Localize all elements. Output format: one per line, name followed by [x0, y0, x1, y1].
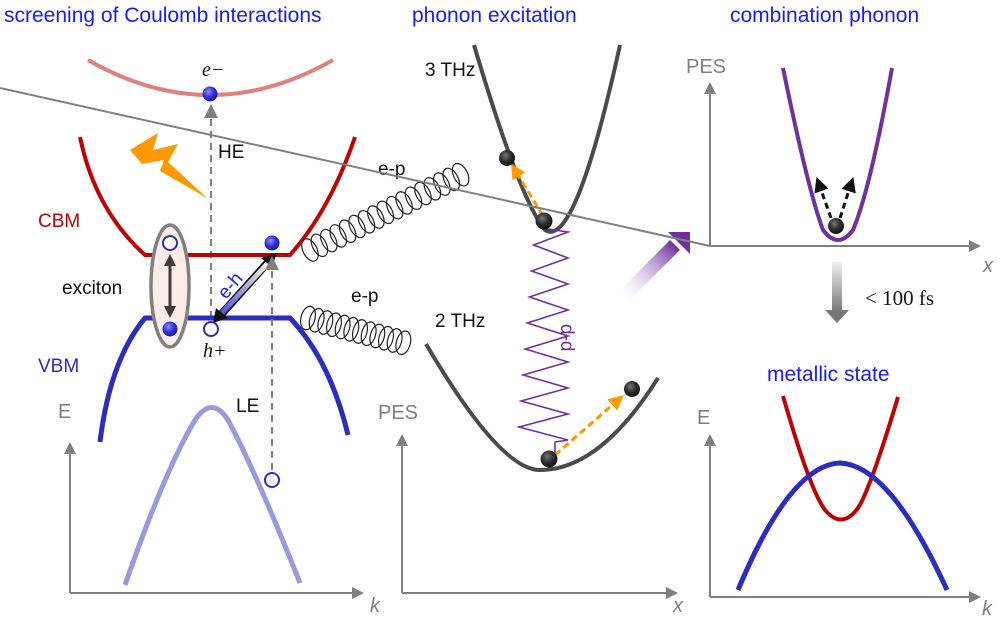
upper-excitation-arrow	[511, 163, 545, 217]
le-label: LE	[236, 396, 259, 417]
eh-arrowhead-lower	[213, 308, 228, 323]
hole-vbm	[203, 321, 219, 337]
panel-title-phonon: phonon excitation	[412, 4, 577, 27]
vbm-label: VBM	[38, 356, 79, 377]
time-arrow-shaft	[832, 262, 842, 312]
spring-coil	[423, 177, 442, 201]
cbm-band	[78, 136, 357, 257]
lower-frequency-label: 2 THz	[435, 311, 485, 332]
le-arrow-head	[265, 256, 279, 270]
spring-coil	[369, 323, 386, 349]
spring-coil	[348, 214, 366, 239]
cbm-label: CBM	[38, 211, 80, 232]
spring-coil	[319, 228, 338, 253]
combination-arrow-right	[838, 176, 856, 219]
dd-coupling-label: d-d	[556, 324, 577, 351]
spring-coil	[404, 186, 423, 211]
low-energy-band	[122, 405, 303, 586]
spring-coil	[301, 238, 319, 262]
exciton-hole	[162, 235, 178, 251]
eh-arrow	[218, 261, 270, 317]
spring-coil	[351, 319, 369, 344]
electron-phonon-spring-lower	[299, 305, 412, 356]
metallic-valence-band	[735, 460, 950, 592]
lower-phonon-ball-excited	[624, 381, 640, 397]
ep-upper-label: e-p	[378, 159, 405, 180]
combination-ball	[828, 218, 844, 234]
spring-coil	[308, 307, 325, 333]
lower-pes-curve	[424, 342, 660, 473]
spring-coil	[338, 219, 357, 243]
transition-arrow-purple	[617, 240, 680, 303]
hole-low-band	[264, 472, 280, 488]
exciton-label: exciton	[62, 278, 122, 299]
metallic-conduction-band	[781, 395, 900, 522]
x-axis-label-combination: x	[982, 255, 994, 277]
spring-coil	[299, 305, 317, 331]
spring-coil	[385, 195, 404, 220]
spring-coil	[310, 233, 329, 258]
energy-axis-label: E	[58, 401, 71, 423]
spring-coil	[414, 181, 432, 206]
pes-axis-label-phonon: PES	[378, 402, 418, 424]
spring-coil	[377, 325, 395, 351]
x-axis-label-phonon: x	[672, 595, 684, 617]
energy-axis-label-metallic: E	[697, 407, 710, 429]
spring-coil	[360, 321, 377, 347]
he-label: HE	[218, 142, 244, 163]
electron-phonon-spring-upper	[301, 162, 470, 262]
eh-label: e-h	[214, 269, 248, 304]
ep-lower-label: e-p	[351, 286, 378, 307]
spring-coil	[334, 314, 351, 340]
time-arrow-head	[825, 310, 849, 323]
spring-coil	[367, 205, 385, 229]
panel-title-combination: combination phonon	[730, 4, 919, 27]
upper-frequency-label: 3 THz	[425, 60, 475, 81]
lower-excitation-arrow	[554, 395, 624, 457]
lightning-icon	[130, 133, 207, 198]
spring-coil	[395, 330, 412, 356]
spring-coil	[376, 200, 395, 225]
upper-pes-curve	[472, 44, 622, 234]
panel-title-metallic: metallic state	[767, 363, 890, 386]
spring-coil	[329, 224, 348, 248]
k-axis-label: k	[370, 595, 381, 617]
time-label: < 100 fs	[865, 286, 934, 310]
panel-title-coulomb: screening of Coulomb interactions	[4, 4, 322, 27]
electron-label: e−	[202, 59, 224, 81]
electron-high	[202, 86, 218, 102]
combination-arrow-left	[814, 176, 833, 219]
spring-coil	[451, 162, 470, 187]
upper-phonon-ball-excited	[499, 150, 515, 166]
exciton-electron	[162, 321, 178, 337]
combination-pes-curve	[781, 67, 894, 242]
electron-cbm	[264, 235, 280, 251]
upper-phonon-ball-ground	[535, 212, 553, 230]
lower-phonon-ball-ground	[540, 450, 558, 468]
spring-coil	[325, 312, 343, 338]
spring-coil	[317, 310, 334, 335]
dd-coupling-zigzag	[515, 227, 572, 455]
spring-coil	[386, 328, 403, 353]
k-axis-label-metallic: k	[982, 598, 993, 620]
pes-axis-combination-line	[0, 87, 711, 247]
he-arrow-head	[204, 104, 218, 118]
hole-label: h+	[203, 340, 227, 362]
vbm-band	[97, 315, 351, 443]
spring-coil	[395, 191, 413, 215]
spring-coil	[432, 172, 451, 196]
pes-axis-label-combination: PES	[686, 56, 726, 78]
spring-coil	[343, 316, 360, 342]
spring-coil	[357, 209, 376, 234]
